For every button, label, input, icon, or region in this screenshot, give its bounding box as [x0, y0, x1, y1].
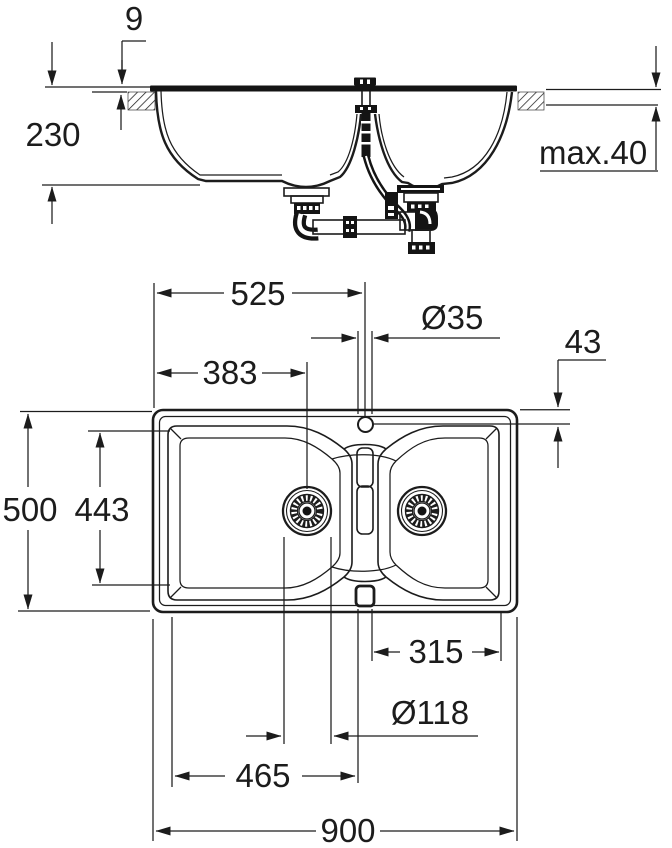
plan-view — [151, 408, 519, 614]
dim-overall-width: 900 — [320, 812, 375, 848]
dim-bowl-depth: 230 — [25, 116, 80, 153]
dim-drain-from-left: 383 — [202, 354, 257, 391]
countertop-hatch-left — [127, 91, 156, 111]
left-drain-assembly — [283, 187, 406, 241]
right-drain — [396, 485, 448, 537]
sink-rim-section — [150, 85, 517, 92]
sink-outline-plan — [151, 408, 519, 614]
dim-rim-height: 9 — [125, 0, 143, 37]
plan-dimension-lines — [18, 282, 606, 841]
side-view-dimension-lines — [47, 40, 661, 224]
divider-slots — [356, 447, 374, 535]
dim-outlet-from-left: 465 — [235, 757, 290, 794]
countertop-hatch-right — [517, 91, 545, 111]
faucet-mount-cap — [354, 77, 376, 86]
dim-faucet-hole-diameter: Ø35 — [421, 299, 483, 336]
dim-right-bowl-width: 315 — [408, 633, 463, 670]
dim-faucet-setback: 43 — [565, 323, 602, 360]
faucet-hole — [357, 416, 374, 433]
sink-inner-rim — [158, 415, 512, 607]
divider-saddle-top — [343, 443, 387, 450]
basin-cross-section-inner — [160, 90, 508, 179]
faucet-supply-pipe — [355, 91, 377, 157]
right-bowl-floor — [389, 437, 489, 589]
divider-saddle-bottom-inner — [331, 564, 397, 572]
outlet-square — [354, 584, 376, 608]
dim-drain-diameter: Ø118 — [391, 694, 469, 731]
right-bowl-opening — [377, 425, 500, 601]
dim-basin-inner-depth: 443 — [74, 491, 129, 528]
overflow-hose — [362, 155, 412, 232]
dimension-labels: 9 230 max.40 525 383 Ø35 43 500 443 315 … — [2, 0, 647, 848]
dim-overall-depth: 500 — [2, 491, 57, 528]
divider-saddle-bottom — [343, 576, 387, 583]
left-drain — [281, 485, 333, 537]
dim-countertop-thickness: max.40 — [539, 134, 647, 171]
left-bowl-opening — [167, 425, 353, 601]
right-drain-trap-assembly — [385, 185, 444, 254]
side-view-section — [42, 40, 661, 254]
divider-saddle-top-inner — [331, 454, 397, 462]
dim-faucet-from-left: 525 — [230, 275, 285, 312]
